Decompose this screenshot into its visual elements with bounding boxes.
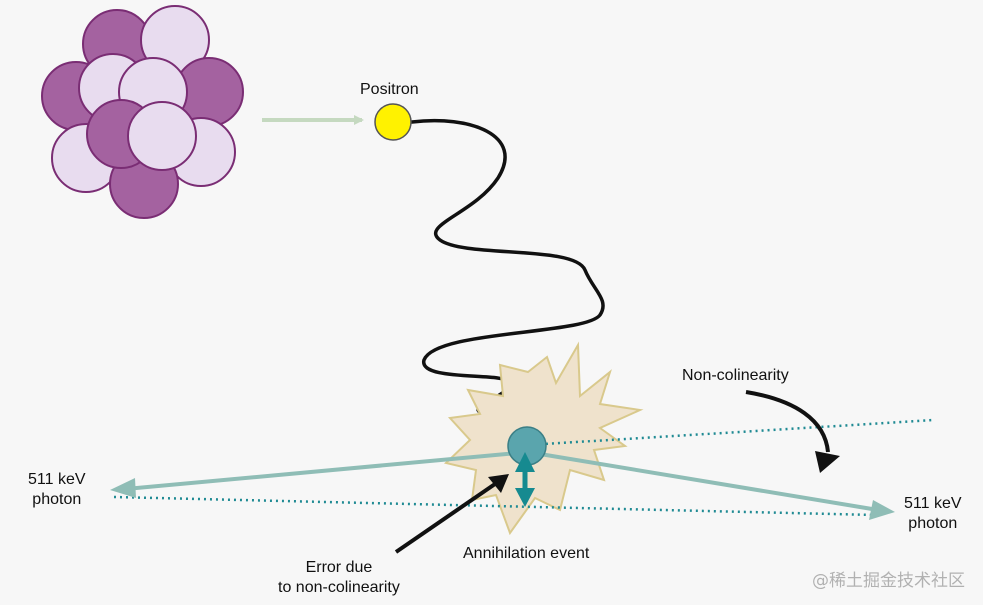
positron-particle: [374, 103, 412, 141]
actual-line-of-response: [527, 418, 935, 447]
non-colinearity-label: Non-colinearity: [682, 367, 789, 384]
error-label: Error due to non-colinearity: [278, 558, 400, 598]
photon-left-label: 511 keV photon: [28, 470, 86, 510]
photon-left-label-line2: photon: [32, 491, 82, 508]
watermark: @稀土掘金技术社区: [812, 571, 965, 591]
error-label-line1: Error due: [305, 559, 373, 576]
nucleus-cluster: [41, 5, 244, 219]
error-pointer-arrow: [394, 482, 497, 554]
photon-right-label-line1: 511 keV: [904, 495, 962, 512]
annihilation-label: Annihilation event: [463, 545, 590, 562]
photon-right-arrowhead: [869, 500, 895, 520]
error-arrowhead-up: [515, 452, 535, 472]
photon-right-line: [527, 450, 879, 512]
photon-left-arrowhead: [110, 478, 136, 498]
non-colinearity-arrow: [745, 390, 830, 453]
non-colinearity-arrowhead: [815, 451, 840, 473]
error-pointer-arrowhead: [488, 474, 509, 493]
photon-right-label-line2: photon: [908, 515, 958, 532]
error-arrowhead-down: [515, 488, 535, 507]
nucleon: [127, 101, 197, 171]
photon-left-label-line1: 511 keV: [28, 471, 86, 488]
photon-left-line: [125, 450, 529, 491]
positron-label: Positron: [360, 81, 419, 98]
error-label-line2: to non-colinearity: [278, 579, 400, 596]
ideal-line-of-response: [113, 495, 876, 517]
photon-right-label: 511 keV photon: [904, 494, 962, 534]
